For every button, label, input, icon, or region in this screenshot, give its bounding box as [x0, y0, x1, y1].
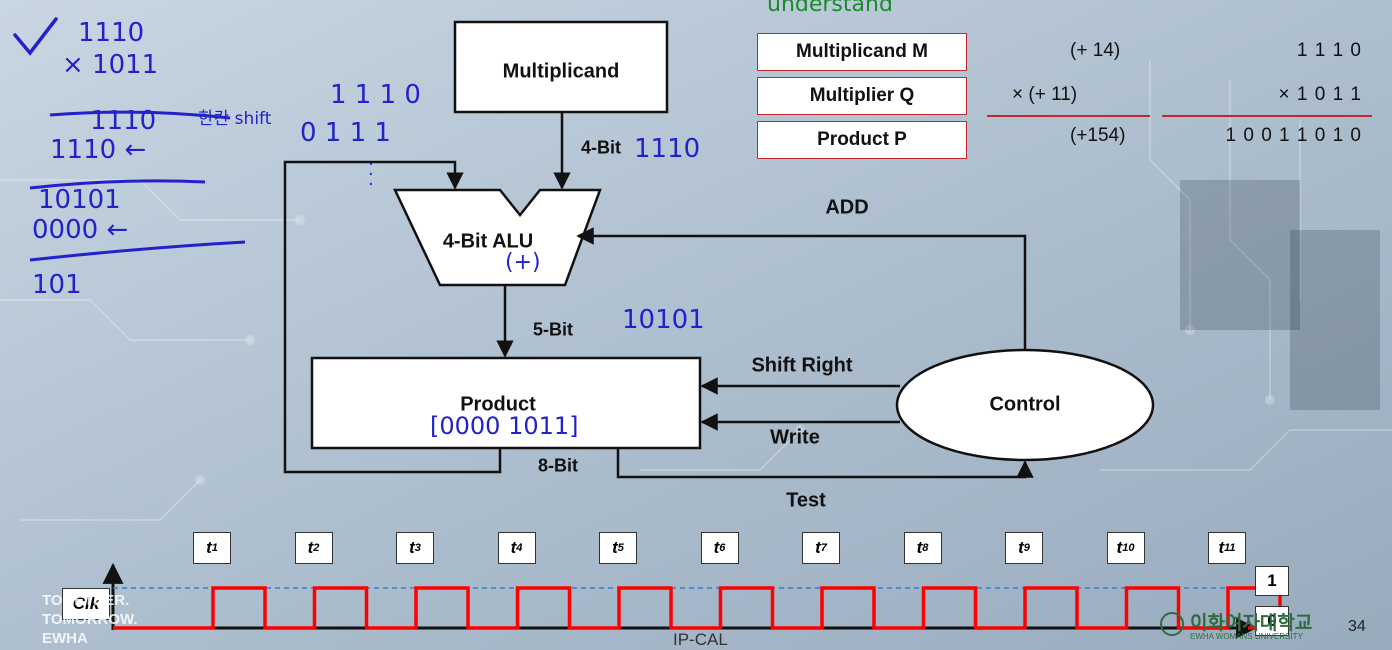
- shift-value-top: 1 1 1 0: [330, 80, 421, 110]
- table-decimal-multiplicand: (+ 14): [1070, 40, 1121, 61]
- university-name-en: EWHA WOMANS UNIVERSITY: [1190, 632, 1303, 641]
- timing-step-index: 7: [820, 542, 827, 554]
- control-to-alu-add: [576, 227, 1027, 350]
- note-understand: understand: [767, 0, 893, 17]
- product-feedback-to-alu: [283, 160, 502, 474]
- alu-shape: [393, 188, 602, 287]
- sum-value: 10101: [622, 305, 705, 335]
- timing-step-letter: t: [1018, 538, 1024, 557]
- note-shift: 한칸 shift: [198, 109, 272, 129]
- timing-step-index: 5: [617, 542, 624, 554]
- table-binary-product: 1 0 0 1 1 0 1 0: [1225, 125, 1362, 146]
- timing-step-letter: t: [409, 538, 415, 557]
- product-box: [310, 356, 702, 450]
- level-high: 1: [1255, 566, 1289, 596]
- table-decimal-product: (+154): [1070, 125, 1126, 146]
- shift-right-label: Shift Right: [751, 354, 853, 377]
- control-label: Control: [989, 393, 1061, 416]
- bus-8bit-label: 8-Bit: [538, 455, 578, 476]
- brand-line-2: TOMORROW.: [42, 611, 138, 628]
- product-value: [0000 1011]: [430, 412, 579, 440]
- table-label-multiplicand: Multiplicand M: [757, 33, 967, 71]
- checkmark-icon: [13, 17, 58, 56]
- calc-underlines: [29, 110, 246, 262]
- brand-line-3: EWHA: [42, 630, 88, 647]
- timing-step-index: 4: [516, 542, 523, 554]
- timing-step-index: 1: [211, 542, 218, 554]
- table-label-multiplier: Multiplier Q: [757, 77, 967, 115]
- timing-step-letter: t: [612, 538, 618, 557]
- calc-line-5: 10101: [38, 185, 121, 215]
- clock-waveform: [113, 586, 1282, 630]
- timing-step-letter: t: [510, 538, 517, 557]
- alu-op: (+): [505, 250, 541, 275]
- calc-line-2: × 1011: [62, 50, 159, 80]
- calc-line-7: 101: [32, 270, 82, 300]
- table-binary-multiplier: × 1 0 1 1: [1278, 84, 1362, 105]
- note-dots: ···: [368, 154, 374, 195]
- timing-step-index: 8: [922, 542, 929, 554]
- university-logo-icon: [1160, 612, 1184, 636]
- timing-step-index: 10: [1122, 542, 1135, 554]
- table-binary-multiplicand: 1 1 1 0: [1296, 40, 1362, 61]
- timing-step-index: 6: [719, 542, 726, 554]
- calc-line-1: 1110: [78, 18, 145, 48]
- timing-step-index: 3: [414, 542, 421, 554]
- level-low: 0: [1255, 606, 1289, 636]
- timing-step-letter: t: [307, 538, 314, 557]
- table-decimal-multiplier: × (+ 11): [1012, 84, 1078, 105]
- timing-step-letter: t: [713, 538, 720, 557]
- timing-step-letter: t: [815, 538, 821, 557]
- bus-value: 1110: [634, 134, 701, 164]
- bus-4bit-label: 4-Bit: [581, 137, 621, 158]
- clock-label: Clk: [62, 588, 110, 620]
- shift-value-bottom: 0 1 1 1: [300, 118, 391, 148]
- brand-line-1: TOGETHER.: [42, 592, 130, 609]
- bus-5bit-label: 5-Bit: [533, 319, 573, 340]
- write-label: Write: [770, 426, 820, 449]
- timing-step-letter: t: [916, 538, 923, 557]
- table-label-product: Product P: [757, 121, 967, 159]
- multiplicand-box: [453, 20, 669, 114]
- test-line: [616, 448, 1034, 479]
- timing-step-index: 11: [1224, 542, 1236, 554]
- alu-label: 4-Bit ALU: [442, 230, 534, 253]
- test-label: Test: [786, 489, 826, 512]
- calc-line-4: 1110 ←: [50, 135, 147, 165]
- course-name: IP-CAL: [673, 630, 728, 649]
- add-label: ADD: [825, 196, 869, 219]
- timing-step-letter: t: [206, 538, 212, 557]
- calc-line-6: 0000 ←: [32, 215, 129, 245]
- product-label: Product: [460, 393, 536, 416]
- timing-step-letter: t: [1116, 538, 1123, 557]
- timing-step-index: 9: [1023, 542, 1030, 554]
- timing-step-letter: t: [1218, 538, 1225, 557]
- timing-step-index: 2: [313, 542, 320, 554]
- university-name-kr: 이화여자대학교: [1190, 613, 1313, 634]
- page-number: 34: [1348, 618, 1366, 635]
- multiplicand-label: Multiplicand: [502, 60, 620, 83]
